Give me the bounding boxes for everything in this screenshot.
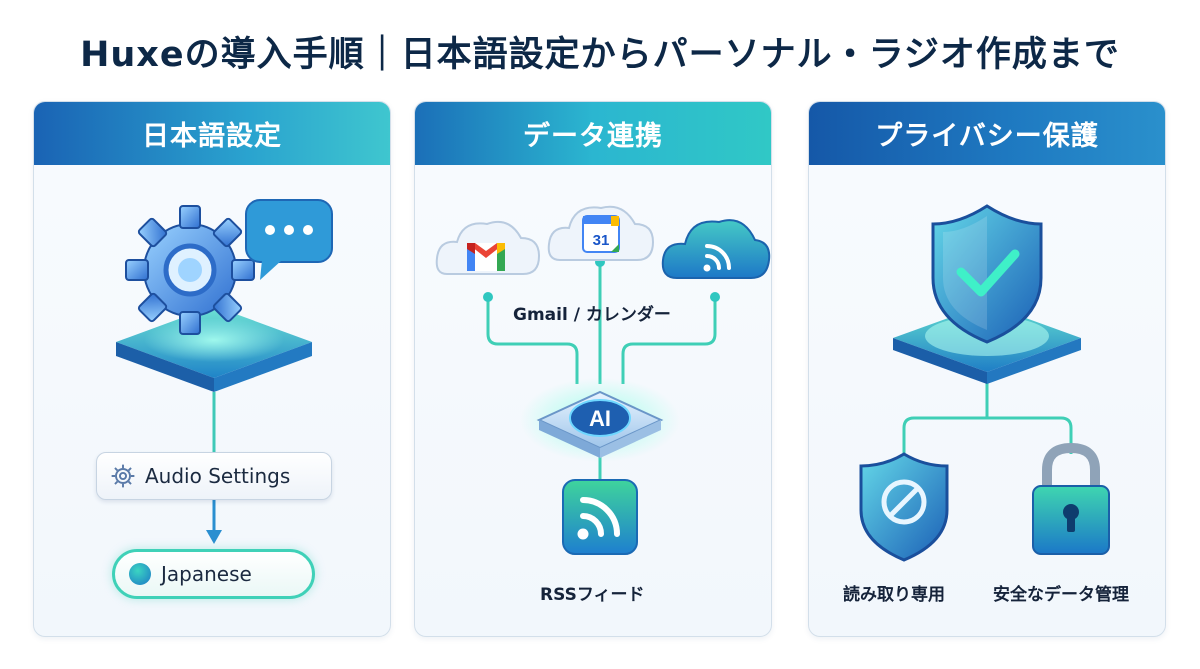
- gear-icon: [125, 205, 255, 335]
- gmail-icon: [435, 220, 541, 275]
- panel-japanese-settings: 日本語設定: [33, 101, 391, 637]
- ai-chip-icon: AI: [536, 390, 664, 458]
- calendar-day: 31: [593, 232, 610, 249]
- panel-privacy-protection: プライバシー保護: [808, 101, 1166, 637]
- secure-data-label: 安全なデータ管理: [993, 585, 1129, 605]
- panel-header: データ連携: [415, 102, 771, 165]
- panel-header: プライバシー保護: [809, 102, 1165, 165]
- platform: [116, 306, 312, 392]
- panel-data-integration: データ連携: [414, 101, 772, 637]
- ai-label: AI: [589, 406, 611, 431]
- gmail-calendar-label: Gmail / カレンダー: [513, 305, 671, 325]
- rss-feed-label: RSSフィード: [540, 585, 645, 605]
- gear-small-icon: [111, 464, 135, 488]
- rss-icon: [562, 479, 638, 555]
- audio-settings-item[interactable]: Audio Settings: [96, 452, 332, 500]
- japanese-label: Japanese: [161, 562, 252, 586]
- japanese-language-option[interactable]: Japanese: [112, 549, 315, 599]
- chat-bubble-icon: [245, 199, 333, 280]
- radio-dot-icon: [129, 563, 151, 585]
- page-title: Huxeの導入手順｜日本語設定からパーソナル・ラジオ作成まで: [80, 35, 1120, 75]
- shield-check-icon: [931, 204, 1043, 344]
- rss-cloud-icon: [661, 219, 771, 279]
- audio-settings-label: Audio Settings: [145, 464, 291, 488]
- shield-block-icon: [859, 452, 949, 562]
- calendar-icon: 31: [547, 205, 655, 261]
- panel-header: 日本語設定: [34, 102, 390, 165]
- read-only-label: 読み取り専用: [843, 585, 945, 605]
- padlock-icon: [1032, 442, 1110, 555]
